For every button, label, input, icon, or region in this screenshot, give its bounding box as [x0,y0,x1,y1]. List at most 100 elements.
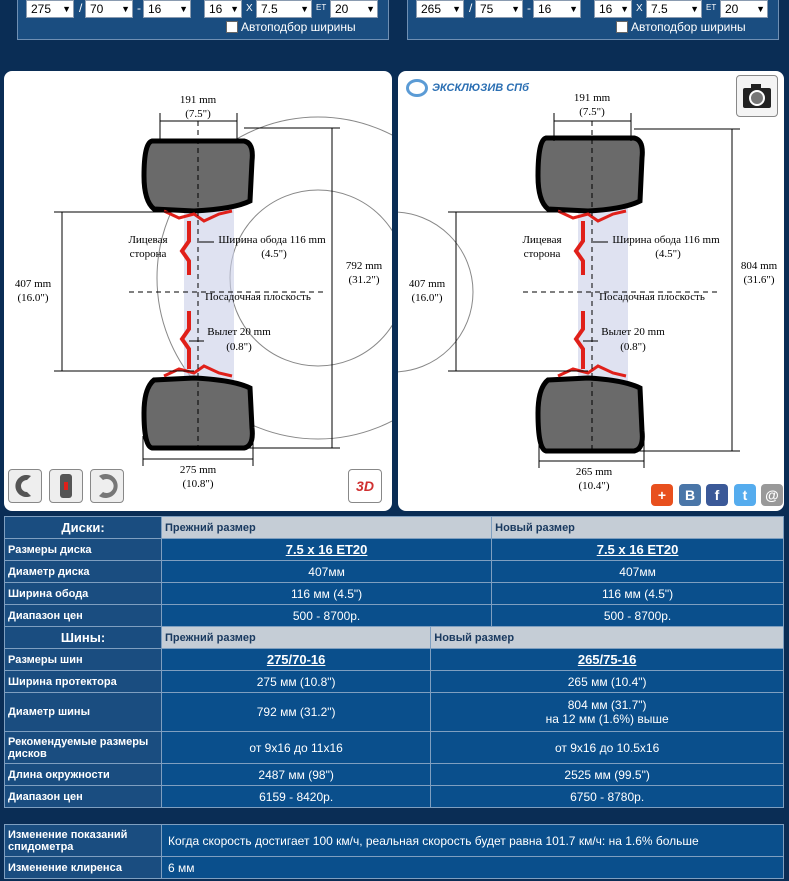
chevron-down-icon: ▼ [179,4,188,14]
tread-width-in: (10.8") [182,478,214,490]
discs-section-title: Диски: [4,516,162,539]
chevron-down-icon: ▼ [511,4,520,14]
old-value: 407мм [160,560,493,583]
brand-icon [406,79,428,97]
table-row: Ширина обода 116 мм (4.5") 116 мм (4.5") [4,582,784,605]
old-wheel-diagram [54,113,392,466]
rim-width-in: (4.5") [655,248,681,260]
table-row: Длина окружности 2487 мм (98") 2525 мм (… [4,763,784,786]
chevron-down-icon: ▼ [62,4,71,14]
row-label: Рекомендуемые размеры дисков [4,731,162,764]
new-tire-size-link[interactable]: 265/75-16 [430,648,784,671]
old-value: 6159 - 8420р. [160,785,432,808]
diameter-difference: на 12 мм (1.6%) выше [545,712,669,726]
tire-side-view-icon[interactable] [8,469,42,503]
offset-in: (0.8") [226,341,252,353]
old-size-header: Прежний размер [160,626,432,649]
new-size-diagram-panel: ЭКСКЛЮЗИВ СПб 191 mm (7.5") 407 mm (16.0… [398,71,784,511]
tread-width-mm: 275 mm [179,464,217,476]
offset-mm: Вылет 20 mm [601,326,665,338]
new-size-header: Новый размер [430,626,784,649]
new-value: 500 - 8700р. [491,604,784,627]
old-value: 792 мм (31.2") [160,692,432,732]
tire-diameter-mm: 804 mm [740,260,778,272]
old-rim-width-select[interactable]: 7.5▼ [256,0,312,18]
mounting-plane-label: Посадочная плоскость [205,291,311,303]
twitter-icon[interactable]: t [734,484,756,506]
new-autofit-checkbox[interactable] [616,21,628,33]
discs-table: Диски: Прежний размер Новый размер Разме… [4,516,784,627]
facebook-icon[interactable]: f [706,484,728,506]
chevron-down-icon: ▼ [300,4,309,14]
rim-diameter-mm: 407 mm [408,278,446,290]
share-plus-icon[interactable]: + [651,484,673,506]
old-size-header: Прежний размер [160,516,493,539]
new-offset-select[interactable]: 20▼ [720,0,768,18]
chevron-down-icon: ▼ [452,4,461,14]
new-rim-width-select[interactable]: 7.5▼ [646,0,702,18]
vk-icon[interactable]: B [679,484,701,506]
old-disc-size-link[interactable]: 7.5 x 16 ET20 [160,538,493,561]
new-wheel-diagram [398,113,740,468]
new-rim-diameter-select[interactable]: 16▼ [594,0,632,18]
new-size-selector: 265▼ / 75▼ - 16▼ 16▼ X 7.5▼ ET 20▼ Автоп… [407,0,779,40]
old-value: 116 мм (4.5") [160,582,493,605]
tire-angle-view-icon[interactable] [90,469,124,503]
chevron-down-icon: ▼ [690,4,699,14]
old-value: 500 - 8700р. [160,604,493,627]
offset-mm: Вылет 20 mm [207,326,271,338]
tire-section-view-icon[interactable] [49,469,83,503]
rim-width-mm: Ширина обода 116 mm [218,234,326,246]
new-diameter: 804 мм (31.7") [567,698,647,712]
separator: X [636,3,643,14]
old-size-selector: 275▼ / 70▼ - 16▼ 16▼ X 7.5▼ ET 20▼ Автоп… [17,0,389,40]
tread-width-mm: 265 mm [575,466,613,478]
table-row: Диапазон цен 6159 - 8420р. 6750 - 8780р. [4,785,784,808]
old-tire-profile-select[interactable]: 70▼ [85,0,133,18]
old-tire-width-select[interactable]: 275▼ [26,0,74,18]
old-offset-select[interactable]: 20▼ [330,0,378,18]
mail-icon[interactable]: @ [761,484,783,506]
offset-in: (0.8") [620,341,646,353]
chevron-down-icon: ▼ [366,4,375,14]
chevron-down-icon: ▼ [620,4,629,14]
old-value: 275 мм (10.8") [160,670,432,693]
rim-width-mm: Ширина обода 116 mm [612,234,720,246]
new-autofit-label: Автоподбор ширины [631,20,746,34]
new-value: от 9x16 до 10.5x16 [430,731,784,764]
size-selector-bar: 275▼ / 70▼ - 16▼ 16▼ X 7.5▼ ET 20▼ Автоп… [0,0,789,67]
row-label: Диаметр шины [4,692,162,732]
separator: - [527,1,531,15]
row-label: Диапазон цен [4,785,162,808]
old-autofit-checkbox[interactable] [226,21,238,33]
new-value: 116 мм (4.5") [491,582,784,605]
et-label: ET [316,3,327,12]
new-value: 804 мм (31.7") на 12 мм (1.6%) выше [430,692,784,732]
old-rim-diameter-select[interactable]: 16▼ [204,0,242,18]
chevron-down-icon: ▼ [230,4,239,14]
new-tire-width-select[interactable]: 265▼ [416,0,464,18]
speedometer-change-label: Изменение показаний спидометра [4,824,162,857]
tires-table: Шины: Прежний размер Новый размер Размер… [4,626,784,808]
face-side-label: Лицевая [128,234,168,246]
view-3d-icon[interactable]: 3D [348,469,382,503]
old-tire-radius-select[interactable]: 16▼ [143,0,191,18]
table-row: Ширина протектора 275 мм (10.8") 265 мм … [4,670,784,693]
new-tire-radius-select[interactable]: 16▼ [533,0,581,18]
old-tire-size-link[interactable]: 275/70-16 [160,648,432,671]
speedometer-change-value: Когда скорость достигает 100 км/ч, реаль… [161,824,784,857]
rim-width-in: (4.5") [261,248,287,260]
camera-icon[interactable] [736,75,778,117]
row-label: Размеры шин [4,648,162,671]
row-label: Ширина обода [4,582,162,605]
table-row: Изменение клиренса 6 мм [4,856,784,879]
rim-diameter-mm: 407 mm [14,278,52,290]
mounting-plane-label: Посадочная плоскость [599,291,705,303]
separator: / [469,1,473,15]
new-tire-profile-select[interactable]: 75▼ [475,0,523,18]
new-disc-size-link[interactable]: 7.5 x 16 ET20 [491,538,784,561]
new-value: 2525 мм (99.5") [430,763,784,786]
brand-logo: ЭКСКЛЮЗИВ СПб [406,79,529,97]
rim-diameter-in: (16.0") [411,292,443,304]
clearance-change-value: 6 мм [161,856,784,879]
